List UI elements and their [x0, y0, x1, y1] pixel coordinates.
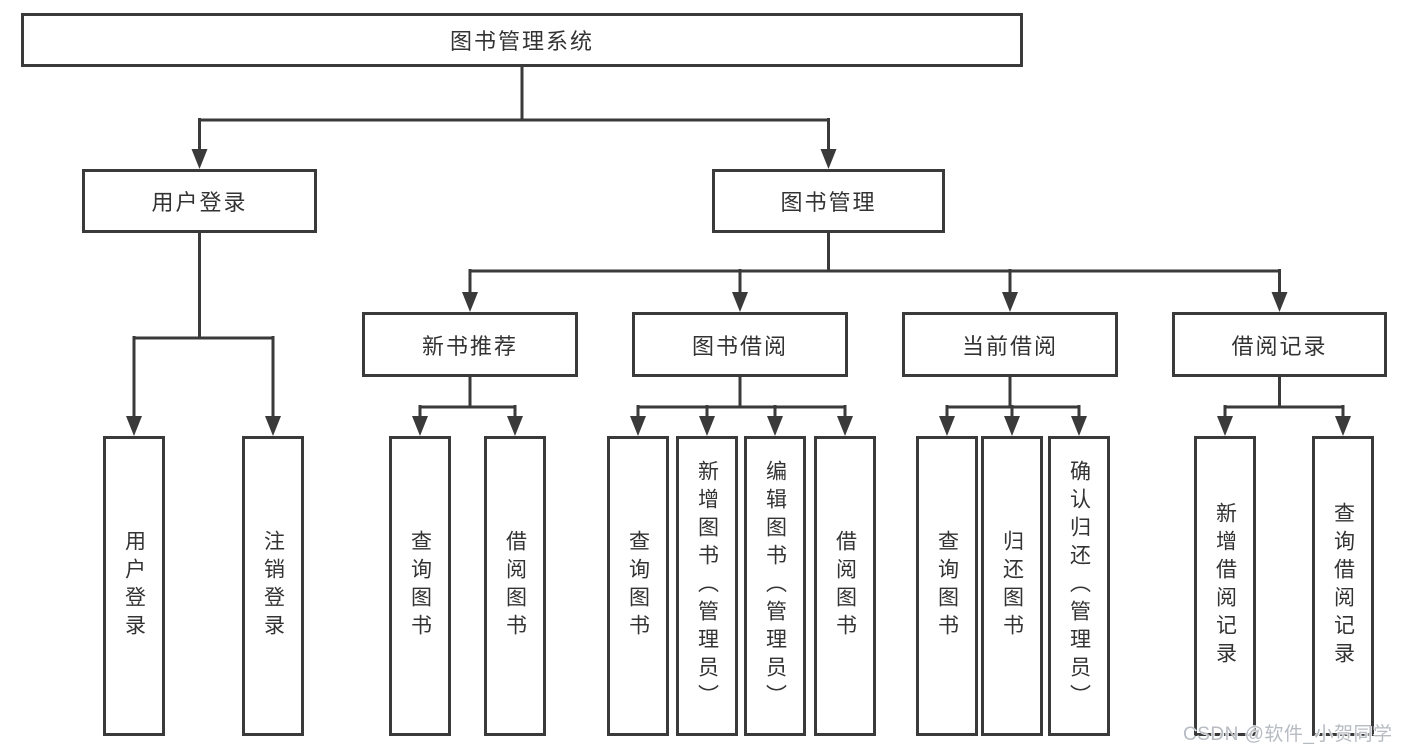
- node-new-book-recommend: 新书推荐: [362, 312, 578, 377]
- node-leaf-current-query-book: 查询图书: [916, 436, 978, 736]
- node-leaf-return-book-label: 归还图书: [1000, 530, 1024, 642]
- node-leaf-borrowing-query-book-label: 查询图书: [626, 530, 650, 642]
- node-leaf-user-login: 用户登录: [103, 436, 165, 736]
- connector-current-fork: [945, 377, 1081, 420]
- node-leaf-return-book: 归还图书: [981, 436, 1043, 736]
- node-current-borrowing: 当前借阅: [902, 312, 1118, 377]
- csdn-watermark: CSDN @软件_小贺同学: [1183, 724, 1393, 745]
- node-leaf-add-book-admin: 新增图书（管理员）: [676, 436, 738, 736]
- connector-borrow-fork: [636, 377, 847, 420]
- connector-userlogin-fork: [132, 233, 275, 419]
- node-book-borrowing: 图书借阅: [632, 312, 848, 377]
- node-leaf-edit-book-admin: 编辑图书（管理员）: [744, 436, 806, 736]
- node-leaf-current-query-book-label: 查询图书: [935, 530, 959, 642]
- connector-recommend-fork: [418, 377, 517, 420]
- arrowheads: [126, 149, 1351, 436]
- connector-root-fork: [198, 67, 830, 152]
- node-leaf-borrowing-borrow-book-label: 借阅图书: [833, 530, 857, 642]
- node-borrow-records: 借阅记录: [1172, 312, 1387, 377]
- node-current-borrowing-label: 当前借阅: [961, 333, 1058, 359]
- node-book-management-label: 图书管理: [780, 190, 877, 215]
- node-leaf-recommend-query-book-label: 查询图书: [408, 530, 432, 642]
- node-leaf-add-borrow-record-label: 新增借阅记录: [1213, 502, 1237, 670]
- node-leaf-edit-book-admin-label: 编辑图书（管理员）: [763, 460, 787, 712]
- node-leaf-recommend-borrow-book-label: 借阅图书: [503, 530, 527, 642]
- node-book-management: 图书管理: [712, 169, 945, 233]
- node-leaf-add-book-admin-label: 新增图书（管理员）: [695, 460, 719, 712]
- node-leaf-confirm-return-admin-label: 确认归还（管理员）: [1067, 460, 1091, 712]
- node-leaf-logout-label: 注销登录: [261, 530, 285, 642]
- node-leaf-add-borrow-record: 新增借阅记录: [1194, 436, 1256, 736]
- node-leaf-recommend-query-book: 查询图书: [389, 436, 451, 736]
- node-book-borrowing-label: 图书借阅: [691, 333, 788, 359]
- node-user-login: 用户登录: [82, 169, 317, 233]
- node-new-book-recommend-label: 新书推荐: [421, 333, 518, 359]
- node-user-login-label: 用户登录: [151, 190, 248, 215]
- node-borrow-records-label: 借阅记录: [1231, 333, 1328, 359]
- node-leaf-query-borrow-record: 查询借阅记录: [1312, 436, 1374, 736]
- connector-records-fork: [1223, 377, 1345, 420]
- node-leaf-logout: 注销登录: [242, 436, 304, 736]
- node-leaf-confirm-return-admin: 确认归还（管理员）: [1048, 436, 1110, 736]
- node-leaf-borrowing-query-book: 查询图书: [607, 436, 669, 736]
- node-leaf-query-borrow-record-label: 查询借阅记录: [1331, 502, 1355, 670]
- node-leaf-recommend-borrow-book: 借阅图书: [484, 436, 546, 736]
- node-leaf-user-login-label: 用户登录: [122, 530, 146, 642]
- node-root: 图书管理系统: [21, 13, 1023, 67]
- connector-bookmgmt-fork: [468, 233, 1281, 295]
- node-leaf-borrowing-borrow-book: 借阅图书: [814, 436, 876, 736]
- node-root-label: 图书管理系统: [449, 29, 594, 54]
